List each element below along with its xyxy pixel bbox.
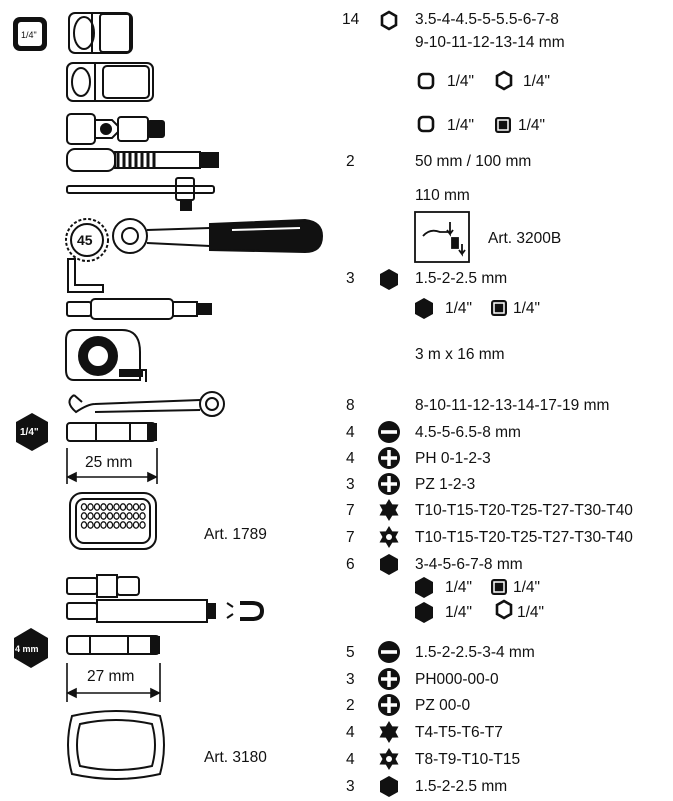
ratchet-teeth-label: 45 xyxy=(77,232,93,248)
quantity: 3 xyxy=(346,778,355,795)
drive-size: 1/4" xyxy=(447,117,475,134)
bit-box-holes xyxy=(80,503,146,529)
square-drive-icon xyxy=(417,115,435,133)
article-number: Art. 3180 xyxy=(204,749,267,766)
hex-socket-icon xyxy=(380,10,398,31)
tbar-length: 110 mm xyxy=(415,187,470,204)
bit-sizes: T8-T9-T10-T15 xyxy=(415,751,521,768)
bit-sizes: PH 0-1-2-3 xyxy=(415,450,491,467)
drive-size: 1/4" xyxy=(447,73,475,90)
drive-size: 1/4" xyxy=(513,300,541,317)
drive-size: 1/4" xyxy=(523,73,551,90)
wrench-sizes: 8-10-11-12-13-14-17-19 mm xyxy=(415,397,610,414)
quantity: 3 xyxy=(346,671,355,688)
bit-sizes: 4.5-5-6.5-8 mm xyxy=(415,424,521,441)
bit-sizes: PZ 00-0 xyxy=(415,697,471,714)
dimension-25mm xyxy=(66,448,158,484)
socket-sizes: 9-10-11-12-13-14 mm xyxy=(415,34,565,51)
hex-outline-icon xyxy=(495,599,513,620)
bit-sizes: T4-T5-T6-T7 xyxy=(415,724,503,741)
mini-bits-badge-label: 4 mm xyxy=(15,644,39,654)
socket-sizes: 3.5-4-4.5-5-5.5-6-7-8 xyxy=(415,11,559,28)
ratchet-teeth-badge xyxy=(65,218,109,262)
quantity: 7 xyxy=(346,529,355,546)
sliding-t-bar-icon xyxy=(66,177,215,211)
hex-filled-icon xyxy=(380,776,398,797)
mini-bits-hex-badge xyxy=(14,628,48,668)
bit-sizes: PZ 1-2-3 xyxy=(415,476,476,493)
universal-joint-icon xyxy=(66,113,165,145)
quantity: 8 xyxy=(346,397,355,414)
bit-sizes: PH000-00-0 xyxy=(415,671,499,688)
hex-filled-icon xyxy=(380,554,398,575)
ratchet-icon xyxy=(112,218,324,254)
bit-25mm-icon xyxy=(66,422,157,442)
drive-badge-label: 1/4" xyxy=(21,30,37,40)
bit-sizes: T10-T15-T20-T25-T27-T30-T40 xyxy=(415,502,633,519)
article-number: Art. 3200B xyxy=(488,230,562,247)
bit-length-label: 25 mm xyxy=(85,454,133,471)
drive-size: 1/4" xyxy=(445,300,473,317)
drive-size: 1/4" xyxy=(445,579,473,596)
extension-lengths: 50 mm / 100 mm xyxy=(415,153,532,170)
hex-filled-icon xyxy=(415,602,433,623)
quantity: 2 xyxy=(346,697,355,714)
bits-badge-label: 1/4" xyxy=(20,427,39,438)
bit-socket-adapter-icon xyxy=(66,574,140,598)
drive-badge-square xyxy=(13,17,47,51)
quantity: 4 xyxy=(346,751,355,768)
drive-size: 1/4" xyxy=(513,579,541,596)
dimension-27mm xyxy=(66,663,161,702)
hex-filled-icon xyxy=(415,577,433,598)
quantity: 7 xyxy=(346,502,355,519)
quantity: 2 xyxy=(346,153,355,170)
drive-size: 1/4" xyxy=(517,604,545,621)
quantity: 5 xyxy=(346,644,355,661)
measuring-tape-icon xyxy=(65,329,147,382)
hex-key-sizes: 1.5-2-2.5 mm xyxy=(415,270,508,287)
socket-icon xyxy=(68,12,133,54)
magnetic-bit-holder-icon xyxy=(66,599,265,623)
square-drive-icon xyxy=(417,72,435,90)
drive-size: 1/4" xyxy=(518,117,546,134)
quantity: 4 xyxy=(346,724,355,741)
bit-box-icon xyxy=(69,492,157,550)
instruction-pictogram xyxy=(414,211,470,263)
quantity: 6 xyxy=(346,556,355,573)
bit-27mm-icon xyxy=(66,635,160,655)
hex-filled-icon xyxy=(380,269,398,290)
quantity: 4 xyxy=(346,424,355,441)
torx-icon xyxy=(379,499,399,521)
hex-filled-icon xyxy=(415,298,433,319)
quantity: 3 xyxy=(346,270,355,287)
bit-adapter-icon xyxy=(66,298,212,320)
hex-drive-outline-icon xyxy=(495,70,513,91)
quantity: 4 xyxy=(346,450,355,467)
tape-size: 3 m x 16 mm xyxy=(415,346,505,363)
combination-wrench-icon xyxy=(68,391,225,417)
torx-icon xyxy=(379,721,399,743)
bit-length-label: 27 mm xyxy=(87,668,135,685)
quantity: 14 xyxy=(342,11,360,28)
hex-key-icon xyxy=(67,258,104,293)
drive-size: 1/4" xyxy=(445,604,473,621)
quantity: 3 xyxy=(346,476,355,493)
bits-hex-badge xyxy=(16,413,48,451)
bit-sizes: 1.5-2-2.5 mm xyxy=(415,778,508,795)
mini-bit-box-icon xyxy=(67,710,165,780)
article-number: Art. 1789 xyxy=(204,526,267,543)
bit-sizes: 1.5-2-2.5-3-4 mm xyxy=(415,644,535,661)
deep-socket-icon xyxy=(66,62,154,102)
bit-sizes: T10-T15-T20-T25-T27-T30-T40 xyxy=(415,529,633,546)
extension-bar-icon xyxy=(66,148,219,172)
bit-sizes: 3-4-5-6-7-8 mm xyxy=(415,556,523,573)
